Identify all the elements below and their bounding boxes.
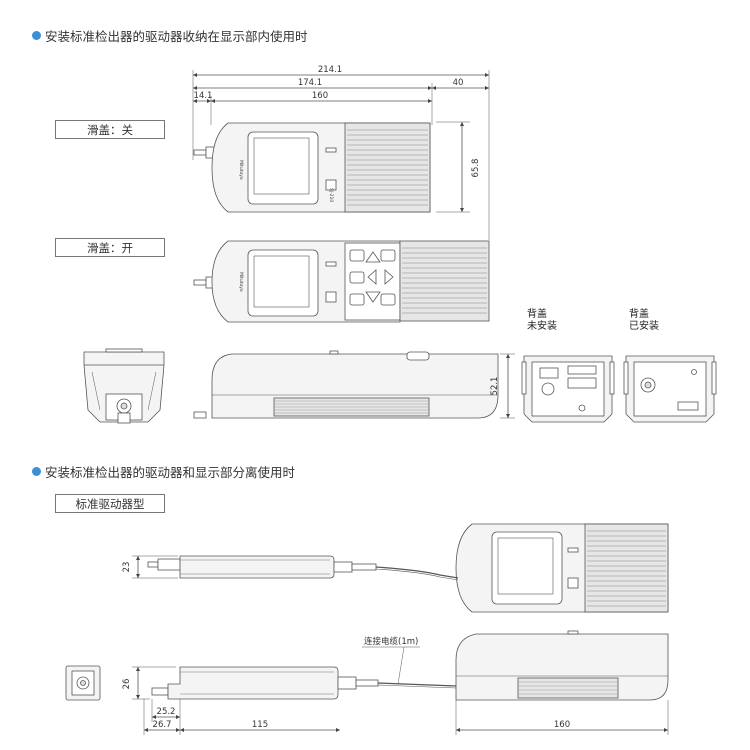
bullet-icon xyxy=(32,31,41,40)
top-dimensions xyxy=(192,70,490,240)
dim-160-top: 160 xyxy=(312,91,328,101)
section-title-separated-text: 安装标准检出器的驱动器和显示部分离使用时 xyxy=(45,465,296,480)
back-view-cover-on xyxy=(623,355,717,423)
drive-unit-end-view xyxy=(65,665,101,701)
dim-52: 52.1 xyxy=(490,377,500,396)
back-view-cover-off xyxy=(521,355,615,423)
device-slide-open: Mitutoyo xyxy=(193,240,490,323)
dim-14: 14.1 xyxy=(194,91,213,101)
drive-unit-side xyxy=(132,646,669,735)
model-text: SJ-210 xyxy=(328,188,334,202)
label-back-cover-on: 背盖 已安装 xyxy=(629,309,659,332)
bullet-icon xyxy=(32,467,41,476)
device-slide-closed: Mitutoyo SJ-210 xyxy=(193,122,431,213)
section-title-integrated: 安装标准检出器的驱动器收纳在显示部内使用时 xyxy=(32,26,308,45)
dim-65: 65.8 xyxy=(471,159,481,178)
label-slide-closed: 滑盖：关 xyxy=(55,120,165,139)
display-unit-top xyxy=(455,523,669,613)
dim-40: 40 xyxy=(453,78,464,88)
dim-26: 26 xyxy=(122,679,132,690)
label-cable: 连接电缆(1m) xyxy=(364,636,418,647)
section-title-integrated-text: 安装标准检出器的驱动器收纳在显示部内使用时 xyxy=(45,29,308,44)
device-front-view xyxy=(83,348,165,424)
brand-text: Mitutoyo xyxy=(238,160,244,180)
dim-214: 214.1 xyxy=(318,65,342,75)
dim-23: 23 xyxy=(122,562,132,573)
dim-26-7: 26.7 xyxy=(153,720,172,730)
section-title-separated: 安装标准检出器的驱动器和显示部分离使用时 xyxy=(32,462,295,481)
label-slide-open: 滑盖：开 xyxy=(55,238,165,257)
brand-text: Mitutoyo xyxy=(238,272,244,292)
dim-174: 174.1 xyxy=(298,78,322,88)
display-unit-side xyxy=(455,630,669,701)
device-side-view xyxy=(193,350,515,419)
dim-115: 115 xyxy=(252,720,268,730)
dim-25: 25.2 xyxy=(157,707,176,717)
label-back-cover-off: 背盖 未安装 xyxy=(527,309,557,332)
label-standard-drive: 标准驱动器型 xyxy=(55,494,165,513)
drive-unit-top xyxy=(132,555,459,581)
dim-160-bottom: 160 xyxy=(554,720,570,730)
